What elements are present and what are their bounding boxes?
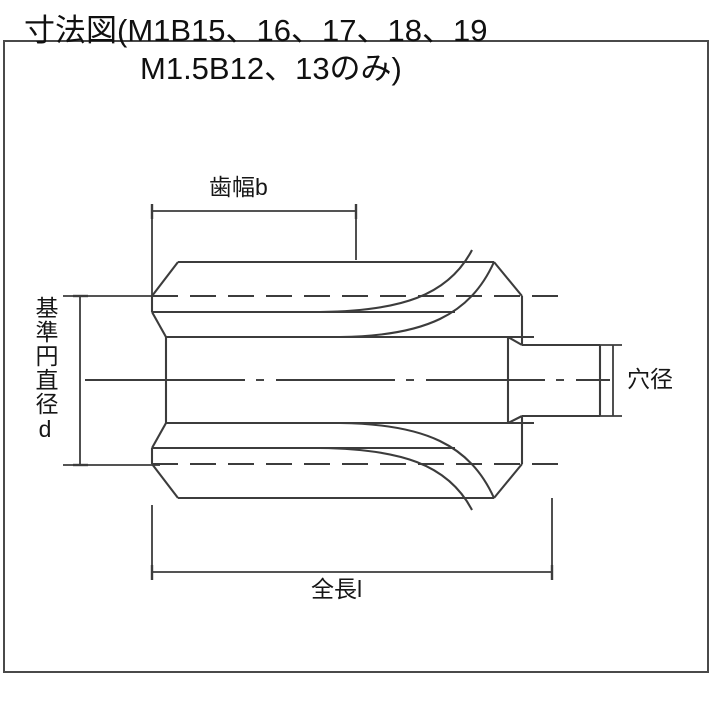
tooth-fillet-curve-outer-bottom: [319, 446, 473, 511]
tooth-end-fillets-lower: [319, 421, 495, 511]
hub-chamfer-right-bottom: [507, 415, 523, 424]
pitch-circle-lines: [152, 294, 560, 466]
hub-chamfer-left-bottom: [151, 422, 167, 449]
label-hole-diameter: 穴径: [627, 366, 673, 392]
body-chamfer-right-top: [493, 261, 523, 297]
tooth-fillet-curve-inner-bottom: [339, 421, 495, 499]
tooth-fillet-curve-outer-top: [319, 249, 473, 314]
tip-chamfer-left-top: [151, 261, 179, 297]
dimension-overall-length: [150, 498, 554, 580]
hub-chamfer-right-top: [507, 336, 523, 346]
gear-body-lower: [150, 415, 534, 500]
dimension-tooth-width: [150, 204, 358, 300]
tooth-fillet-curve-inner-top: [339, 261, 495, 339]
hub-chamfer-left-top: [151, 311, 167, 338]
tip-chamfer-left-bottom: [151, 463, 179, 499]
label-overall-length: 全長l: [311, 576, 363, 602]
tooth-end-fillets-upper: [319, 249, 495, 339]
spec-panel-frame: [3, 40, 709, 673]
label-pitch-circle-diameter: 基準円直径d: [32, 296, 58, 443]
dimension-pitch-diameter: [63, 294, 160, 467]
gear-body-upper: [150, 260, 534, 346]
body-chamfer-right-bottom: [493, 463, 523, 499]
label-tooth-width: 歯幅b: [209, 174, 268, 200]
